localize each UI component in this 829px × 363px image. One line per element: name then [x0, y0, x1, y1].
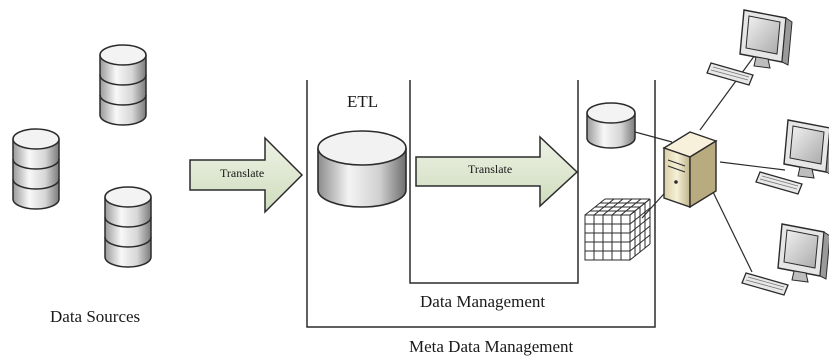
desktop-computer-icon [777, 223, 829, 283]
translate-label-2: Translate [468, 162, 513, 176]
desktop-computer-icon [739, 9, 793, 69]
database-cylinder-icon [104, 186, 152, 268]
cube-grid-icon [584, 198, 651, 261]
data-management-box [409, 80, 579, 284]
data-management-label: Data Management [420, 292, 546, 311]
database-cylinder-icon [99, 44, 147, 126]
translate-label-1: Translate [220, 166, 265, 180]
keyboard-icon [741, 272, 789, 296]
data-sources-label: Data Sources [50, 307, 141, 326]
translate-arrow-1 [189, 136, 304, 214]
meta-data-management-label: Meta Data Management [409, 337, 574, 356]
keyboard-icon [755, 171, 803, 195]
desktop-computer-icon [783, 119, 829, 179]
etl-label: ETL [347, 92, 379, 111]
database-cylinder-icon [586, 102, 636, 149]
server-tower-icon [662, 131, 718, 209]
etl-database-icon [317, 130, 407, 208]
translate-arrow-2 [415, 135, 579, 208]
database-cylinder-icon [12, 128, 60, 210]
